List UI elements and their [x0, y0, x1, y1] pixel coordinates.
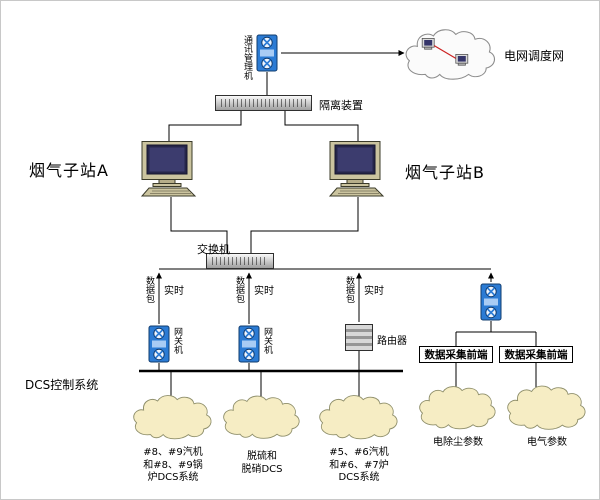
label-line: 脱硫和	[247, 451, 277, 462]
cloud-boiler-dcs-label: #8、#9汽机 和#8、#9锅 炉DCS系统	[127, 447, 219, 485]
label-line: 脱硝DCS	[241, 463, 283, 475]
grid-network-label: 电网调度网	[504, 49, 565, 63]
substation-b-computer	[327, 141, 389, 198]
collector-device	[480, 283, 502, 321]
isolation-label: 隔离装置	[319, 99, 363, 112]
router-label: 路由器	[377, 336, 407, 347]
gateway-2-label: 网关机	[262, 327, 272, 354]
switch-label: 交换机	[197, 243, 230, 256]
substation-a-computer	[139, 141, 201, 198]
data-frontend-2: 数据采集前端	[499, 346, 573, 363]
branch3-packet-label: 数据包	[344, 276, 354, 303]
gateway-1-device	[148, 325, 170, 363]
label-line: 和#6、#7炉	[329, 459, 389, 471]
label-line: DCS系统	[338, 472, 380, 483]
router-device	[345, 324, 373, 351]
vents	[221, 99, 306, 107]
data-frontend-1: 数据采集前端	[419, 346, 493, 363]
mini-computers-icon	[421, 38, 469, 66]
label-line: 电除尘参数	[433, 437, 483, 448]
branch2-packet-label: 数据包	[234, 276, 244, 303]
vents	[212, 257, 268, 265]
branch2-realtime-label: 实时	[254, 286, 274, 297]
cloud-desulf-dcs	[221, 391, 303, 446]
isolation-device	[215, 95, 312, 111]
grid-dispatch-cloud	[403, 25, 499, 87]
cloud-electrical-params-label: 电气参数	[505, 437, 589, 450]
cloud-electrical-params	[505, 383, 589, 435]
label-line: #5、#6汽机	[329, 447, 389, 458]
label-line: 和#8、#9锅	[143, 459, 203, 471]
cloud-esp-params	[417, 383, 499, 435]
branch3-realtime-label: 实时	[364, 286, 384, 297]
comm-manager-label: 通讯管理机	[242, 35, 252, 80]
cloud-turbine-dcs-label: #5、#6汽机 和#6、#7炉 DCS系统	[313, 447, 405, 485]
cloud-turbine-dcs	[317, 391, 401, 446]
switch-device	[206, 253, 274, 269]
substation-b-label: 烟气子站B	[405, 163, 485, 182]
gateway-1-label: 网关机	[172, 327, 182, 354]
label-line: 炉DCS系统	[147, 472, 199, 483]
cloud-esp-params-label: 电除尘参数	[417, 437, 499, 450]
comm-manager-device	[256, 34, 278, 72]
branch1-packet-label: 数据包	[144, 276, 154, 303]
cloud-desulf-dcs-label: 脱硫和 脱硝DCS	[219, 451, 305, 476]
cloud-boiler-dcs	[131, 391, 215, 446]
gateway-2-device	[238, 325, 260, 363]
dcs-system-label: DCS控制系统	[25, 378, 99, 392]
label-line: 电气参数	[527, 437, 567, 448]
branch1-realtime-label: 实时	[164, 286, 184, 297]
substation-a-label: 烟气子站A	[29, 161, 109, 180]
label-line: #8、#9汽机	[143, 447, 203, 458]
